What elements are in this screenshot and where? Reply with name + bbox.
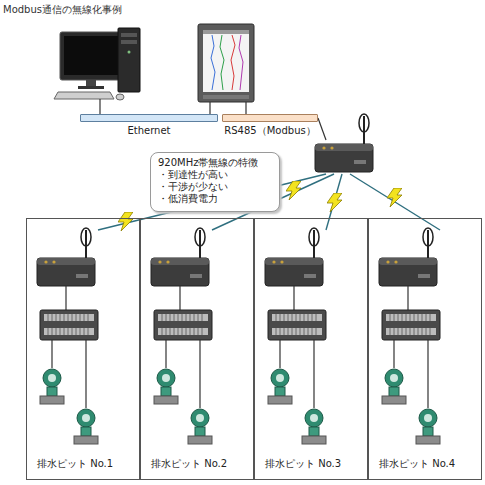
pit-label: 排水ピット No.2 [151, 458, 249, 470]
callout-bullet: ・到達性が高い [158, 169, 272, 181]
monitor [60, 32, 122, 80]
lightning-bolt [387, 188, 402, 207]
lightning-bolt [118, 212, 133, 231]
lightning-bolt [327, 193, 342, 212]
recorder-screen [203, 30, 249, 92]
mouse [116, 94, 124, 100]
callout-bullet: ・低消費電力 [158, 193, 272, 205]
pit-frame: 排水ピット No.2 [140, 218, 254, 480]
pit-equipment [379, 228, 440, 444]
monitor-screen [64, 36, 118, 75]
recorder-keys [203, 95, 249, 99]
power-led [128, 51, 131, 54]
pit-equipment [37, 228, 98, 444]
diagram-title: Modbus通信の無線化事例 [3, 3, 122, 17]
drive-bay [121, 40, 137, 44]
trend-line [239, 35, 243, 90]
serial-cable [318, 118, 326, 140]
network-band: RS485（Modbus） [222, 114, 318, 142]
pc-tower [118, 28, 140, 92]
pit-label: 排水ピット No.4 [379, 458, 477, 470]
trend-line [231, 35, 235, 90]
radio-link [350, 174, 440, 230]
band-bar [222, 114, 318, 122]
callout-box: 920MHz帯無線の特徴・到達性が高い・干渉が少ない・低消費電力 [150, 152, 280, 212]
radio-link [98, 174, 326, 230]
drive-bay [121, 33, 137, 37]
pit-frame: 排水ピット No.3 [254, 218, 368, 480]
callout-bullet: ・干渉が少ない [158, 181, 272, 193]
personal-computer [54, 28, 140, 114]
lightning-bolt [286, 181, 301, 200]
network-cable [99, 99, 100, 114]
radio-link [326, 174, 342, 230]
network-label: Ethernet [80, 125, 218, 137]
paperless-recorder [198, 24, 254, 114]
recorder-frame [198, 24, 254, 102]
screen-header [203, 30, 249, 34]
band-bar [80, 114, 218, 122]
pit-label: 排水ピット No.1 [37, 458, 135, 470]
trend-line [220, 35, 224, 90]
network-cable [209, 102, 210, 114]
keyboard [54, 92, 114, 99]
monitor-base [78, 86, 104, 89]
pit-frame: 排水ピット No.1 [26, 218, 140, 480]
pit-label: 排水ピット No.3 [265, 458, 363, 470]
network-label: RS485（Modbus） [222, 125, 318, 137]
trend-line [211, 35, 215, 90]
monitor-stand [86, 80, 96, 86]
pit-equipment [265, 228, 326, 444]
callout-heading: 920MHz帯無線の特徴 [158, 157, 272, 169]
gateway-radio [315, 114, 373, 172]
pit-equipment [151, 228, 212, 444]
serial-cable [245, 102, 246, 114]
network-band: Ethernet [80, 114, 218, 142]
pit-frame: 排水ピット No.4 [368, 218, 482, 480]
